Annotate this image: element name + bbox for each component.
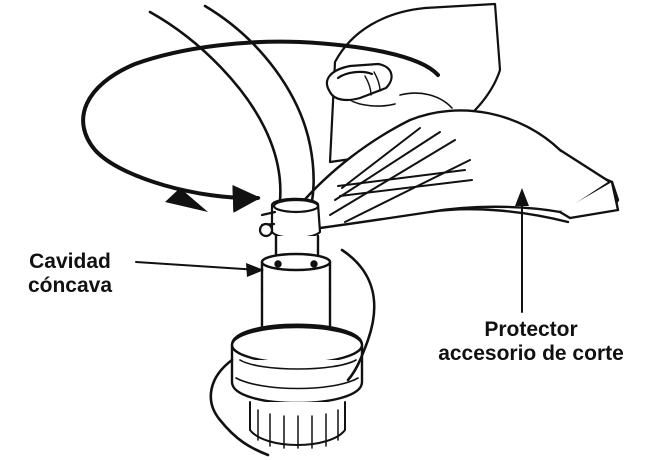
leader-arrow-icon (135, 261, 264, 277)
trimmer-head (230, 323, 364, 449)
shaft-clamp (258, 197, 322, 240)
label-concave-cavity-line1: Cavidad (29, 250, 111, 273)
label-cutting-guard-line1: Protector (484, 318, 578, 341)
label-cutting-guard: Protector accesorio de corte (420, 318, 642, 366)
curved-rotation-arrow-icon (81, 39, 440, 213)
trimmer-line (209, 248, 376, 457)
guard-leader-arrow (515, 188, 529, 313)
label-concave-cavity-line2: cóncava (27, 274, 113, 297)
label-concave-cavity: Cavidad cóncava (2, 250, 138, 298)
cutting-guard (298, 109, 620, 230)
label-cutting-guard-line2: accesorio de corte (438, 342, 624, 365)
trimmer-shaft (148, 4, 315, 220)
